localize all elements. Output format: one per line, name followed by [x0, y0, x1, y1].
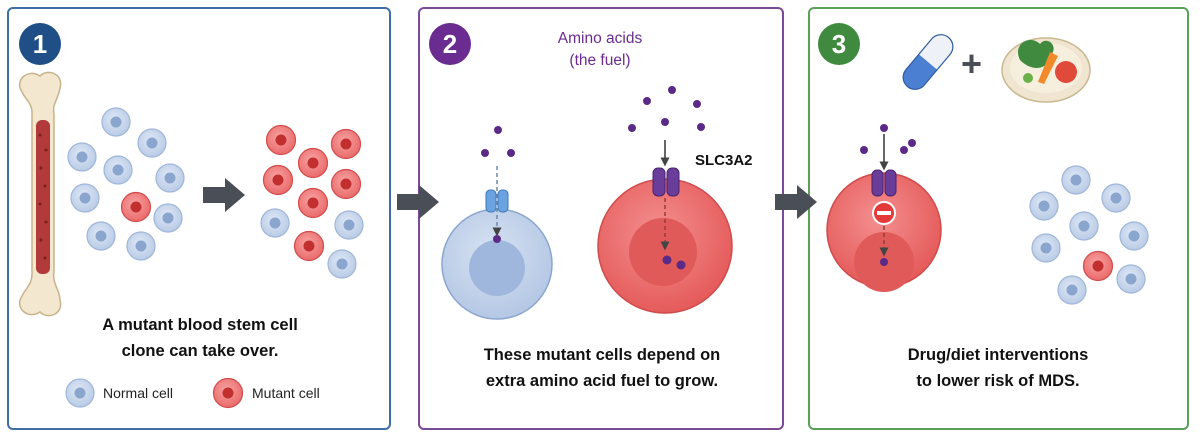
transporter-slc3a2-icon — [652, 167, 680, 197]
amino-acid-dots-icon — [481, 126, 515, 157]
badge-1-icon — [19, 23, 61, 65]
amino-acid-dots-blocked-icon — [860, 124, 916, 154]
normal-cell-large-icon — [441, 208, 553, 320]
transporter-blocked-icon — [871, 169, 897, 197]
panel-3-caption-line2: to lower risk of MDS. — [916, 372, 1080, 390]
legend-mutant-label: Mutant cell — [252, 385, 320, 401]
bone-icon — [19, 71, 62, 317]
panel-1-caption-line2: clone can take over. — [121, 342, 279, 360]
transporter-normal-icon — [485, 189, 509, 213]
amino-acid-cloud-icon — [628, 86, 705, 132]
panel-2-number: 2 — [442, 29, 458, 59]
badge-2-icon — [429, 23, 471, 65]
panel-2-caption-line2: extra amino acid fuel to grow. — [485, 372, 719, 390]
block-icon — [872, 201, 896, 225]
panel-clonal-takeover — [7, 7, 391, 430]
mutant-cell-blocked-icon — [826, 172, 942, 292]
legend-normal-label: Normal cell — [103, 385, 174, 401]
plus-sign: + — [961, 43, 983, 84]
amino-acids-title-line2: (the fuel) — [569, 52, 631, 69]
panel-1-caption-line1: A mutant blood stem cell — [102, 316, 298, 334]
diet-plate-icon — [1001, 37, 1091, 103]
badge-3-icon — [818, 23, 860, 65]
slc3a2-label: SLC3A2 — [695, 152, 753, 169]
panel-3-caption-line1: Drug/diet interventions — [907, 346, 1089, 364]
pill-icon — [902, 34, 954, 90]
panel-2-caption-line1: These mutant cells depend on — [483, 346, 721, 364]
panel-1-number: 1 — [32, 29, 48, 59]
amino-acids-title-line1: Amino acids — [557, 30, 643, 47]
panel-3-number: 3 — [831, 29, 847, 59]
